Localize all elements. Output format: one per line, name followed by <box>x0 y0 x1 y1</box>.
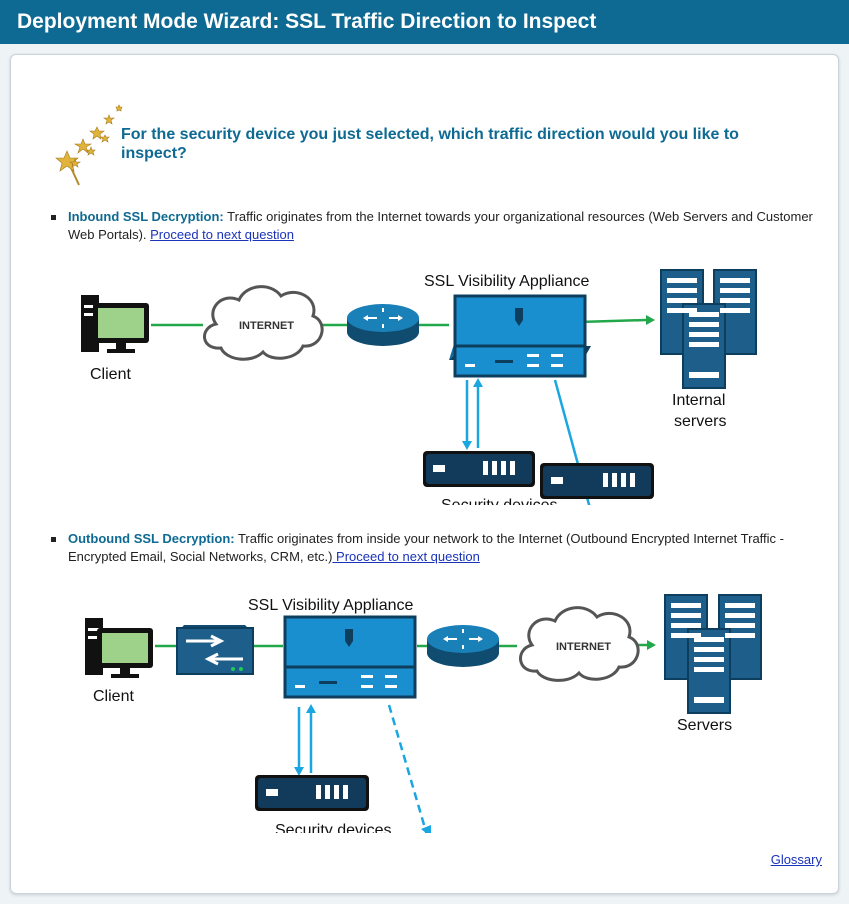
option-description: Traffic originates from the Internet tow… <box>68 209 813 242</box>
option-inbound: Inbound SSL Decryption: Traffic originat… <box>51 208 828 244</box>
option-description: Traffic originates from inside your netw… <box>68 531 784 564</box>
security-devices-label: Security devices <box>275 822 392 833</box>
router-icon <box>427 625 499 667</box>
client-label: Client <box>90 366 131 383</box>
router-icon <box>347 304 419 346</box>
client-computer-icon <box>81 295 149 353</box>
client-computer-icon <box>85 618 153 678</box>
appliance-label: SSL Visibility Appliance <box>424 273 590 290</box>
svg-text:INTERNET: INTERNET <box>556 641 611 653</box>
ssl-appliance-icon <box>283 615 417 699</box>
link-arrow <box>578 318 647 324</box>
title-bar: Deployment Mode Wizard: SSL Traffic Dire… <box>0 0 849 44</box>
proceed-link-outbound[interactable]: Proceed to next question <box>332 549 480 564</box>
internet-cloud-icon: INTERNET <box>519 606 640 682</box>
bullet <box>51 215 56 220</box>
inbound-diagram: Client INTERNET SSL Visibility Appliance <box>81 269 757 505</box>
svg-text:INTERNET: INTERNET <box>239 320 294 332</box>
servers-icon <box>660 269 757 389</box>
appliance-label: SSL Visibility Appliance <box>248 597 414 614</box>
servers-label: Servers <box>677 717 732 734</box>
servers-icon <box>664 594 762 714</box>
security-device-icon <box>540 463 654 499</box>
magic-wand-icon <box>55 104 123 186</box>
outbound-diagram: SSL Visibility Appliance Client <box>85 594 762 833</box>
ssl-appliance-icon <box>449 294 591 378</box>
security-device-icon <box>255 775 369 811</box>
glossary-link[interactable]: Glossary <box>770 852 822 867</box>
option-heading: Outbound SSL Decryption: <box>68 531 235 546</box>
wizard-panel: For the security device you just selecte… <box>10 54 839 894</box>
page-title: Deployment Mode Wizard: SSL Traffic Dire… <box>17 10 597 33</box>
option-heading: Inbound SSL Decryption: <box>68 209 224 224</box>
wizard-question: For the security device you just selecte… <box>121 126 739 162</box>
security-device-icon <box>423 451 535 487</box>
servers-label-line1: Internal <box>672 392 725 409</box>
option-outbound: Outbound SSL Decryption: Traffic origina… <box>51 530 828 566</box>
proceed-link-inbound[interactable]: Proceed to next question <box>150 227 294 242</box>
internet-cloud-icon: INTERNET <box>203 285 324 361</box>
security-devices-label: Security devices <box>441 497 558 505</box>
client-label: Client <box>93 688 134 705</box>
servers-label-line2: servers <box>674 413 726 430</box>
bullet <box>51 537 56 542</box>
switch-icon <box>176 625 254 675</box>
